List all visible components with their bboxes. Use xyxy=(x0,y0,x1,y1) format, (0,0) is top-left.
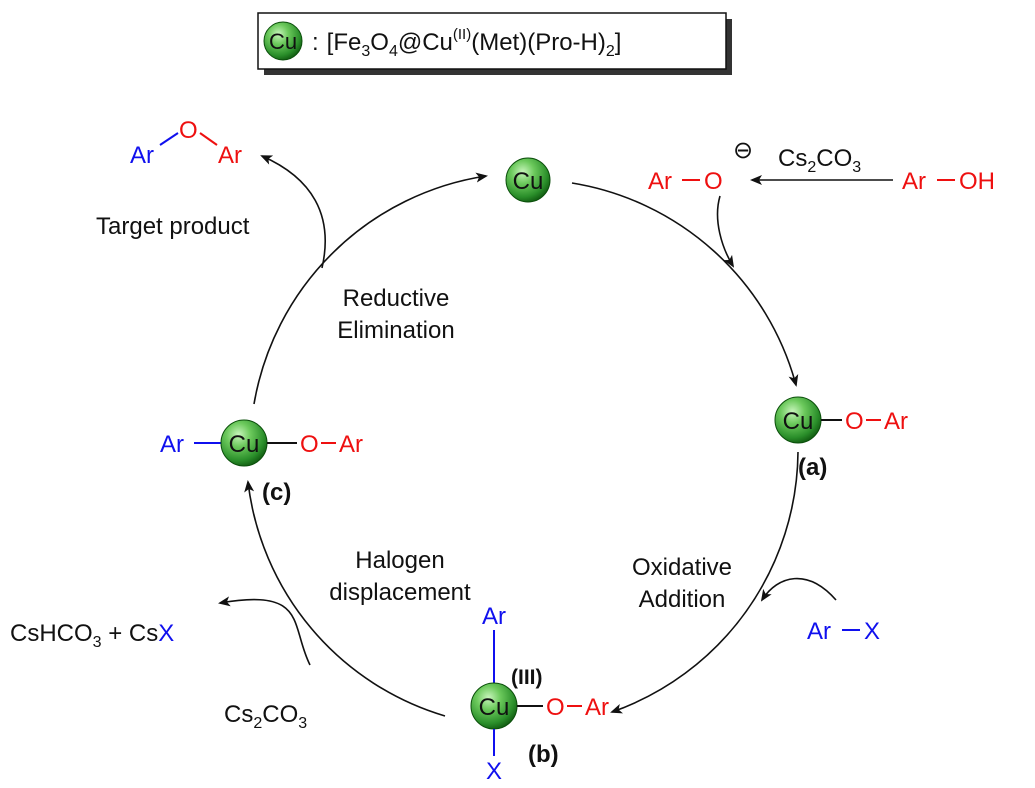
legend-cu-label: Cu xyxy=(269,29,297,54)
int-b-oxygen: O xyxy=(546,694,565,721)
aryl-halide: Ar X xyxy=(807,618,880,645)
legend-sub4: 4 xyxy=(389,43,398,60)
aryl-halide-ar: Ar xyxy=(807,618,831,645)
int-c-ar-left: Ar xyxy=(160,431,184,458)
reagent-top-cs: Cs xyxy=(778,145,807,172)
product-release-arrow xyxy=(260,155,326,269)
legend-ligands: (Met)(Pro-H) xyxy=(471,29,606,56)
reagent-top-co: CO xyxy=(816,145,852,172)
step-halogen-line2: displacement xyxy=(329,579,471,606)
phenoxide-entry-arrow xyxy=(716,195,735,268)
product-caption: Target product xyxy=(96,213,250,240)
cycle-arcs xyxy=(244,172,799,717)
byproduct-release-arrow xyxy=(218,596,311,666)
int-a-oxygen: O xyxy=(845,408,864,435)
arc-a-to-b xyxy=(610,451,799,714)
phenoxide: Ar O ⊖ xyxy=(648,137,753,195)
reagent-bottom: Cs2CO3 xyxy=(224,701,307,732)
reagent-bottom-sub2: 2 xyxy=(253,715,262,732)
int-c-oxygen: O xyxy=(300,431,319,458)
intermediate-c: Ar Cu O Ar (c) xyxy=(160,419,363,506)
legend-cu-sphere xyxy=(263,21,303,61)
int-b-ar-top: Ar xyxy=(482,603,506,630)
step-oxidative-line1: Oxidative xyxy=(632,554,732,581)
product-bond-left xyxy=(159,132,179,146)
phenoxide-oxygen: O xyxy=(704,168,723,195)
legend-at-cu: @Cu xyxy=(398,29,453,56)
legend-close: ] xyxy=(615,29,622,56)
arc-c-to-catalyst xyxy=(253,172,488,405)
step-reductive-line1: Reductive xyxy=(343,285,450,312)
phenoxide-ar: Ar xyxy=(648,168,672,195)
int-b-ox-state: (III) xyxy=(511,666,543,689)
int-b-tag: (b) xyxy=(528,741,559,768)
intermediate-b: Ar Cu (III) O Ar X (b) xyxy=(470,603,609,785)
legend-sub2: 2 xyxy=(606,43,615,60)
aryl-halide-entry-arrow xyxy=(760,577,837,602)
step-reductive-line2: Elimination xyxy=(337,317,454,344)
byproduct-cshco: CsHCO xyxy=(10,620,93,647)
phenol-ar: Ar xyxy=(902,168,926,195)
legend-box: Cu : [Fe3O4@Cu(II)(Met)(Pro-H)2] xyxy=(257,12,732,75)
legend-fe: [Fe xyxy=(327,29,362,56)
side-arrows xyxy=(218,155,893,666)
reagent-top-sub3: 3 xyxy=(852,159,861,176)
product-ar-left: Ar xyxy=(130,142,154,169)
product-oxygen: O xyxy=(179,117,198,144)
int-c-ar: Ar xyxy=(339,431,363,458)
step-oxidative-line2: Addition xyxy=(639,586,726,613)
byproduct-sub3: 3 xyxy=(93,634,102,651)
arc-catalyst-to-a xyxy=(571,182,799,387)
product-bond-right xyxy=(199,132,218,146)
phenol: Ar OH xyxy=(902,168,995,195)
intermediate-a: Cu O Ar (a) xyxy=(774,396,908,481)
legend-sub3: 3 xyxy=(361,43,370,60)
phenol-oh: OH xyxy=(959,168,995,195)
int-c-tag: (c) xyxy=(262,479,291,506)
reagent-top-sub2: 2 xyxy=(807,159,816,176)
reagent-bottom-cs: Cs xyxy=(224,701,253,728)
byproduct: CsHCO3 + CsX xyxy=(10,620,174,651)
legend-formula: : [Fe3O4@Cu(II)(Met)(Pro-H)2] xyxy=(312,26,621,60)
legend-sep: : xyxy=(312,29,319,56)
int-a-tag: (a) xyxy=(798,454,827,481)
legend-ox-state: (II) xyxy=(453,26,471,43)
catalyst: Cu xyxy=(505,157,551,203)
int-b-cu-label: Cu xyxy=(479,694,510,721)
phenoxide-charge: ⊖ xyxy=(733,137,753,164)
reagent-top: Cs2CO3 xyxy=(778,145,861,176)
product-ar-right: Ar xyxy=(218,142,242,169)
int-a-ar: Ar xyxy=(884,408,908,435)
product: Ar O Ar Target product xyxy=(96,117,250,240)
step-halogen-line1: Halogen xyxy=(355,547,444,574)
legend-o: O xyxy=(370,29,389,56)
byproduct-plus-cs: + Cs xyxy=(102,620,159,647)
aryl-halide-x: X xyxy=(864,618,880,645)
arc-b-to-c xyxy=(244,480,446,717)
int-b-ar: Ar xyxy=(585,694,609,721)
int-a-cu-label: Cu xyxy=(783,408,814,435)
int-c-cu-label: Cu xyxy=(229,431,260,458)
byproduct-x: X xyxy=(158,620,174,647)
reagent-bottom-co: CO xyxy=(262,701,298,728)
int-b-x: X xyxy=(486,758,502,783)
reagent-bottom-sub3: 3 xyxy=(298,715,307,732)
catalyst-cu-label: Cu xyxy=(513,168,544,195)
catalyst-cu-sphere xyxy=(505,157,551,203)
